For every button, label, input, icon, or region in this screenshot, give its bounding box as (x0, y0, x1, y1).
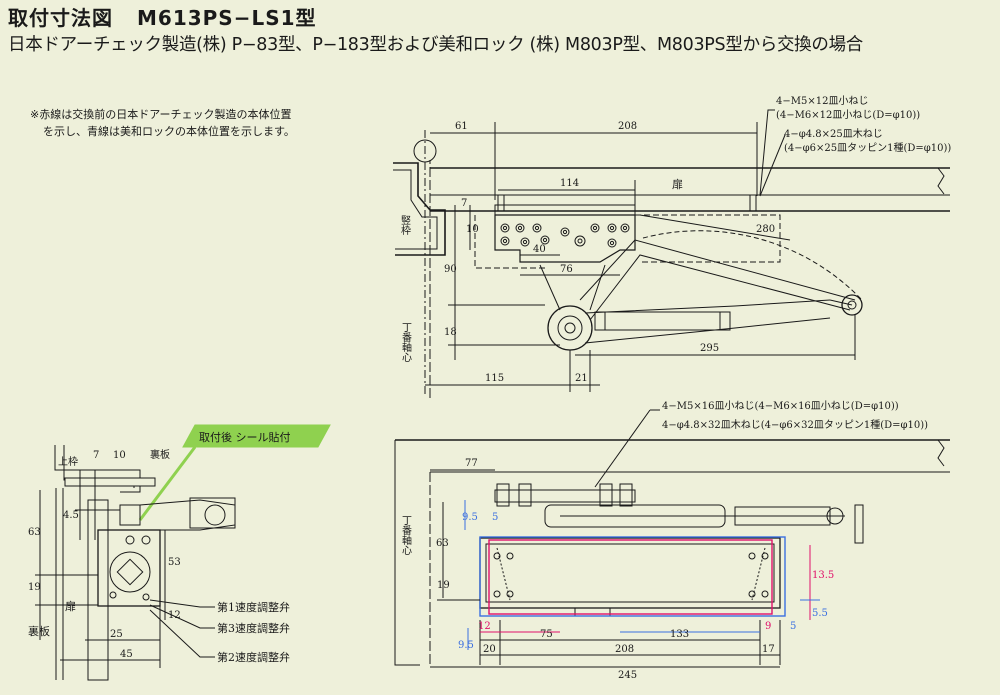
top-hinge-label: 丁番軸心 (400, 322, 412, 362)
dim-21: 21 (575, 373, 588, 384)
side-upper-frame: 上枠 (58, 455, 78, 468)
dim-5-5: 5.5 (812, 608, 828, 619)
dim-12-front: 12 (478, 621, 491, 632)
old-body-outline-red (488, 539, 773, 615)
title-text: 取付寸法図 (8, 6, 113, 30)
dim-7-side: 7 (93, 450, 99, 461)
valve-3-label: 第3速度調整弁 (217, 621, 290, 635)
dim-9-5-top: 9.5 (462, 512, 478, 523)
dim-10-side: 10 (113, 450, 126, 461)
model-name: M613PS−LS1型 (137, 6, 317, 30)
side-view (35, 424, 331, 681)
side-door-label: 扉 (65, 600, 76, 613)
seal-callout-label: 取付後 シール貼付 (199, 430, 291, 444)
dim-40: 40 (533, 244, 546, 255)
note-line-1: ※赤線は交換前の日本ドアーチェック製造の本体位置 (30, 108, 292, 121)
top-callout-screw-1: 4−M5×12皿小ねじ (776, 95, 868, 107)
dim-53: 53 (168, 557, 181, 568)
title-block: 取付寸法図 M613PS−LS1型 日本ドアーチェック製造(株) P−83型、P−… (8, 4, 863, 58)
dim-115: 115 (485, 373, 504, 384)
dim-208-front: 208 (615, 644, 634, 655)
dim-245: 245 (618, 670, 637, 681)
dim-280: 280 (756, 224, 775, 235)
dim-5-top: 5 (492, 512, 498, 523)
dim-63-side: 63 (28, 527, 41, 538)
front-callout-screw-2: 4−φ4.8×32皿木ねじ(4−φ6×32皿タッピン1種(D=φ10)) (662, 418, 928, 431)
front-view (394, 409, 950, 668)
page-subtitle: 日本ドアーチェック製造(株) P−83型、P−183型および美和ロック (株) … (8, 35, 863, 55)
dim-9-5-bottom: 9.5 (458, 640, 474, 651)
dim-12-side: 12 (168, 610, 181, 621)
dim-20: 20 (483, 644, 496, 655)
note-line-2: を示し、青線は美和ロックの本体位置を示します。 (43, 125, 295, 138)
dim-4-5: 4.5 (63, 510, 79, 521)
dim-10-top: 10 (466, 224, 479, 235)
dim-19-front: 19 (437, 580, 450, 591)
dim-63-front: 63 (436, 538, 449, 549)
dim-25: 25 (110, 629, 123, 640)
dim-7: 7 (461, 198, 467, 209)
top-door-label: 扉 (672, 178, 683, 191)
dim-18-top: 18 (444, 327, 457, 338)
dim-76: 76 (560, 264, 573, 275)
dim-61: 61 (455, 121, 468, 132)
top-callout-screw-3: 4−φ4.8×25皿木ねじ (784, 128, 883, 140)
seal-callout-shape (182, 424, 331, 448)
dim-19-side: 19 (28, 582, 41, 593)
dim-17: 17 (762, 644, 775, 655)
top-view (393, 109, 950, 398)
side-back-plate-top: 裏板 (150, 448, 170, 461)
front-hinge-label: 丁番軸心 (400, 515, 412, 555)
dim-208-top: 208 (618, 121, 637, 132)
front-callout-screw-1: 4−M5×16皿小ねじ(4−M6×16皿小ねじ(D=φ10)) (662, 400, 899, 412)
dim-45: 45 (120, 649, 133, 660)
mount-holes (500, 223, 630, 248)
dim-13-5: 13.5 (812, 570, 834, 581)
dim-75: 75 (540, 629, 553, 640)
dim-133: 133 (670, 629, 689, 640)
dim-114: 114 (560, 178, 579, 189)
top-callout-screw-2: (4−M6×12皿小ねじ(D=φ10)) (776, 109, 920, 121)
valve-2-label: 第2速度調整弁 (217, 650, 290, 664)
side-back-plate-bottom: 裏板 (28, 624, 50, 638)
dim-5-bottom: 5 (790, 621, 796, 632)
dim-77: 77 (465, 458, 478, 469)
valve-1-label: 第1速度調整弁 (217, 600, 290, 614)
top-frame-label: 竪枠 (399, 215, 411, 236)
dim-9: 9 (765, 621, 771, 632)
dim-90: 90 (444, 264, 457, 275)
page-title: 取付寸法図 M613PS−LS1型 (8, 4, 863, 32)
dim-295: 295 (700, 343, 719, 354)
color-legend-note: ※赤線は交換前の日本ドアーチェック製造の本体位置 を示し、青線は美和ロックの本体… (30, 106, 295, 140)
top-callout-screw-4: (4−φ6×25皿タッピン1種(D=φ10)) (784, 141, 951, 154)
old-body-outline-blue (479, 536, 786, 617)
